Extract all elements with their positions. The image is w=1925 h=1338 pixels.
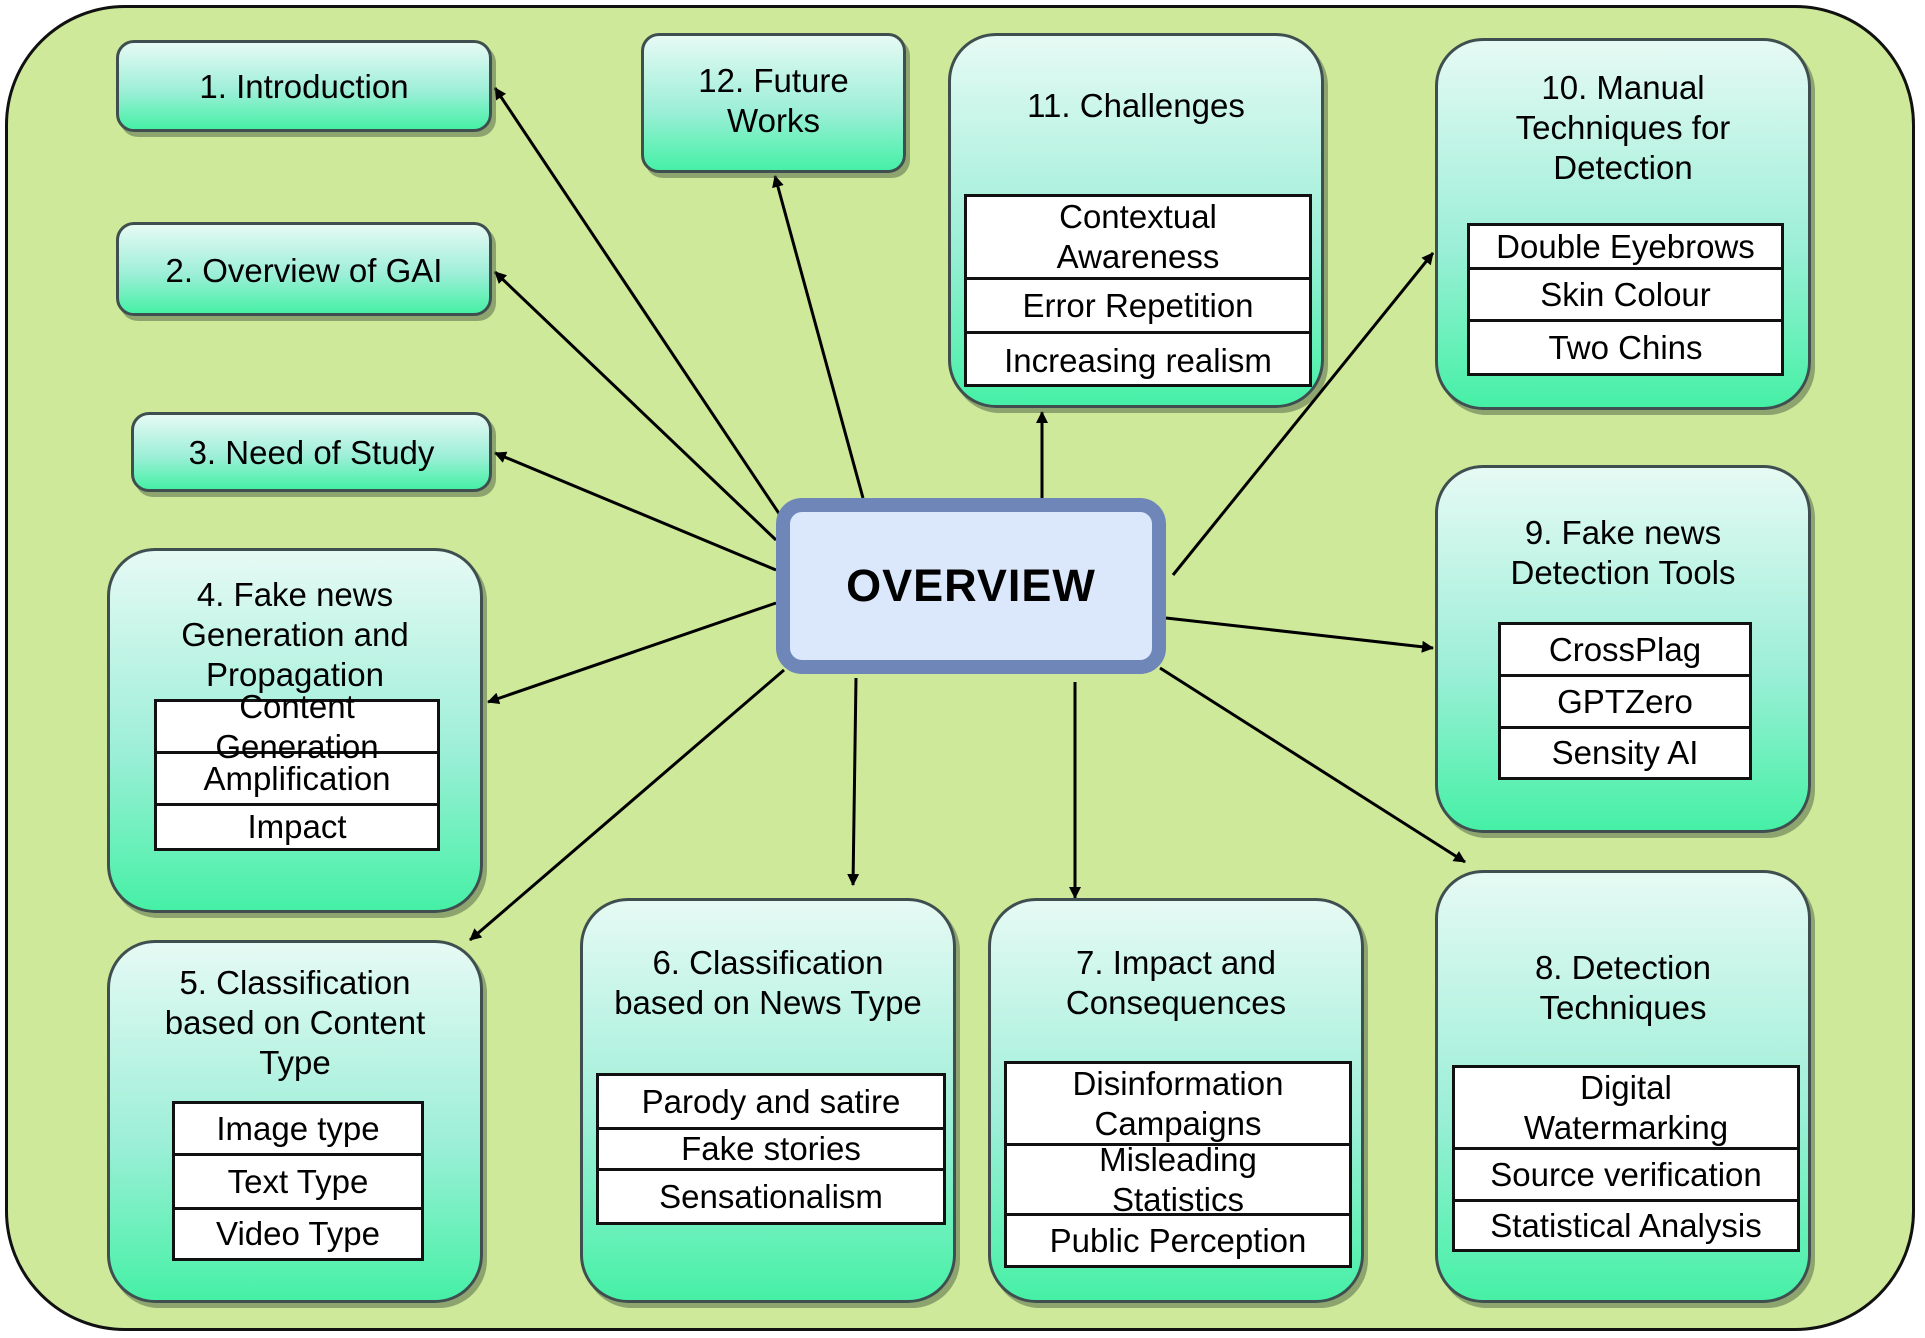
section-detection-tools: 9. Fake news Detection Tools CrossPlag G… <box>1435 465 1811 833</box>
item-list: Disinformation Campaigns Misleading Stat… <box>1004 1061 1352 1268</box>
section-title: 9. Fake news Detection Tools <box>1510 514 1736 591</box>
section-title: 4. Fake news Generation and Propagation <box>181 576 409 693</box>
list-item: Skin Colour <box>1470 270 1781 322</box>
list-item: Disinformation Campaigns <box>1007 1064 1349 1146</box>
list-item: Impact <box>247 808 347 845</box>
list-item: GPTZero <box>1501 677 1749 729</box>
list-item: Content Generation <box>157 688 437 765</box>
section-title: 3. Need of Study <box>188 434 435 471</box>
list-item: Misleading Statistics <box>1007 1141 1349 1218</box>
section-title: 6. Classification based on News Type <box>614 944 922 1021</box>
section-impact-consequences: 7. Impact and Consequences Disinformatio… <box>988 898 1364 1303</box>
item-list: Content Generation Amplification Impact <box>154 688 440 851</box>
section-overview-gai: 2. Overview of GAI <box>116 222 492 316</box>
section-title: 11. Challenges <box>1027 87 1245 124</box>
list-item: Text Type <box>175 1156 421 1210</box>
section-detection-techniques: 8. Detection Techniques Digital Watermar… <box>1435 870 1811 1303</box>
overview-label: OVERVIEW <box>846 560 1096 611</box>
item-list: Image type Text Type Video Type <box>172 1101 424 1261</box>
section-title: 1. Introduction <box>199 68 409 105</box>
section-title: 2. Overview of GAI <box>165 252 443 289</box>
list-item: Increasing realism <box>1004 341 1272 379</box>
section-title: 10. Manual Techniques for Detection <box>1515 69 1731 186</box>
section-challenges: 11. Challenges Contextual Awareness Erro… <box>948 33 1324 408</box>
list-item: Error Repetition <box>967 280 1309 334</box>
list-item: Contextual Awareness <box>967 197 1309 280</box>
item-list: Contextual Awareness Error Repetition In… <box>964 194 1312 387</box>
list-item: Amplification <box>157 754 437 806</box>
section-title: 12. Future Works <box>698 62 849 139</box>
list-item: Double Eyebrows <box>1470 226 1781 270</box>
section-fake-news-generation: 4. Fake news Generation and Propagation … <box>107 548 483 913</box>
section-introduction: 1. Introduction <box>116 40 492 132</box>
section-classification-content-type: 5. Classification based on Content Type … <box>107 940 483 1303</box>
list-item: Statistical Analysis <box>1490 1206 1762 1244</box>
list-item: Source verification <box>1455 1150 1797 1202</box>
section-manual-techniques: 10. Manual Techniques for Detection Doub… <box>1435 38 1811 410</box>
item-list: CrossPlag GPTZero Sensity AI <box>1498 622 1752 780</box>
section-title: 5. Classification based on Content Type <box>164 964 426 1081</box>
section-classification-news-type: 6. Classification based on News Type Par… <box>580 898 956 1303</box>
list-item: Fake stories <box>599 1130 943 1171</box>
section-title: 8. Detection Techniques <box>1534 949 1712 1026</box>
section-title: 7. Impact and Consequences <box>1065 944 1287 1021</box>
item-list: Parody and satire Fake stories Sensation… <box>596 1073 946 1225</box>
item-list: Double Eyebrows Skin Colour Two Chins <box>1467 223 1784 376</box>
list-item: Image type <box>175 1104 421 1156</box>
list-item: CrossPlag <box>1501 625 1749 677</box>
list-item: Sensationalism <box>659 1177 883 1215</box>
item-list: Digital Watermarking Source verification… <box>1452 1065 1800 1252</box>
list-item: Sensity AI <box>1551 734 1699 771</box>
section-future-works: 12. Future Works <box>641 33 906 173</box>
list-item: Parody and satire <box>599 1076 943 1130</box>
list-item: Video Type <box>216 1215 380 1252</box>
overview-center-node: OVERVIEW <box>776 498 1166 674</box>
list-item: Digital Watermarking <box>1455 1068 1797 1150</box>
section-need-of-study: 3. Need of Study <box>131 412 492 492</box>
list-item: Public Perception <box>1049 1221 1307 1259</box>
list-item: Two Chins <box>1548 328 1703 366</box>
